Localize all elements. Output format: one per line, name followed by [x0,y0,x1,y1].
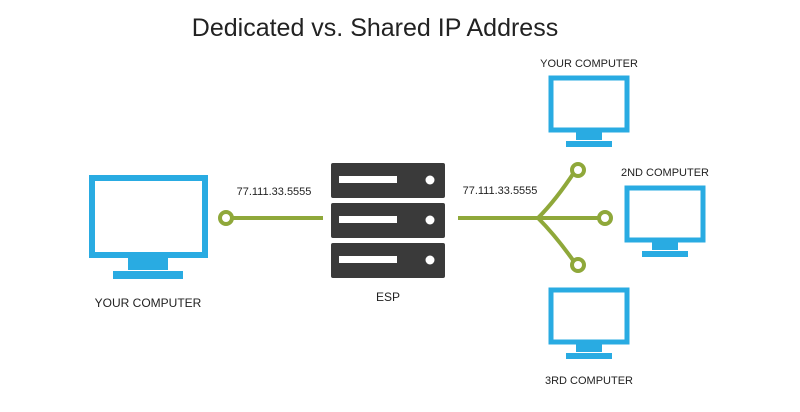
dedicated-connection: 77.111.33.5555 [218,186,323,226]
shared-your-computer: YOUR COMPUTER [540,58,638,147]
connector-node-icon [597,210,613,226]
shared-your-computer-label: YOUR COMPUTER [540,58,638,70]
monitor-icon [624,185,706,257]
shared-2nd-computer: 2ND COMPUTER [621,167,709,257]
server-icon [331,163,445,278]
dedicated-ip-label: 77.111.33.5555 [237,186,312,198]
shared-3rd-computer-label: 3RD COMPUTER [545,375,633,387]
esp-label: ESP [376,290,400,304]
shared-ip-label: 77.111.33.5555 [463,185,538,197]
diagram-title: Dedicated vs. Shared IP Address [192,14,558,42]
dedicated-computer-label: YOUR COMPUTER [95,296,202,310]
shared-3rd-computer: 3RD COMPUTER [545,287,633,387]
connector-node-icon [570,162,586,178]
monitor-icon [548,75,630,147]
monitor-icon [89,175,208,279]
connector-node-icon [570,257,586,273]
monitor-icon [548,287,630,359]
shared-connection: 77.111.33.5555 [458,162,613,273]
shared-2nd-computer-label: 2ND COMPUTER [621,167,709,179]
esp-server: ESP [331,163,445,304]
dedicated-computer: YOUR COMPUTER [89,175,208,310]
connector-node-icon [218,210,234,226]
